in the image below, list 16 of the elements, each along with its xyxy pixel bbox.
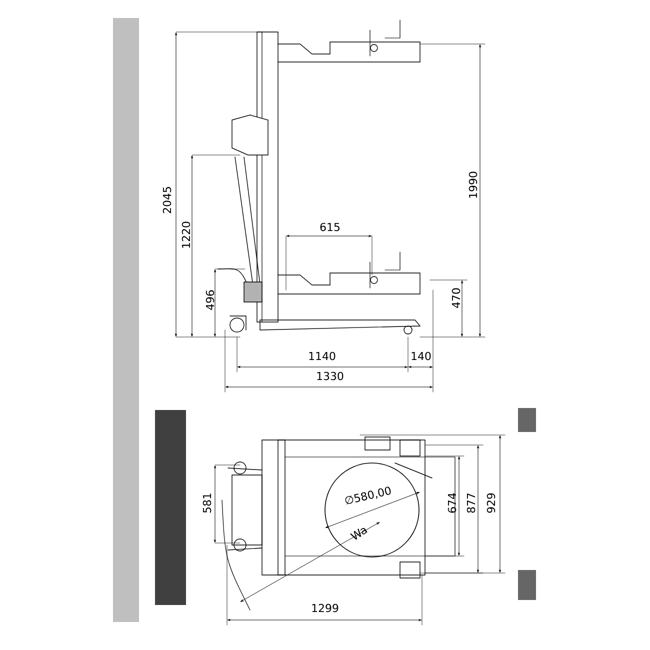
dimension-label: 581 — [202, 494, 212, 513]
dimension-label: 2045 — [162, 187, 172, 214]
dimension-label: 615 — [320, 222, 340, 232]
dimension-label: 1299 — [312, 604, 338, 612]
dimension-label: 1220 — [182, 222, 190, 248]
dimension-label: 470 — [452, 288, 460, 308]
dimension-label: 929 — [486, 493, 496, 513]
dimension-label: 496 — [206, 290, 214, 310]
dimension-label: ∅580,00 — [345, 486, 391, 505]
dimension-label: 140 — [412, 352, 431, 360]
dimension-label: 1330 — [317, 372, 344, 380]
dimension-label: 877 — [466, 494, 476, 513]
dimension-label: Wa — [350, 528, 368, 540]
dimension-label: 1140 — [309, 352, 336, 360]
dimension-label: 674 — [448, 493, 456, 513]
dimension-label: 1990 — [468, 172, 478, 198]
